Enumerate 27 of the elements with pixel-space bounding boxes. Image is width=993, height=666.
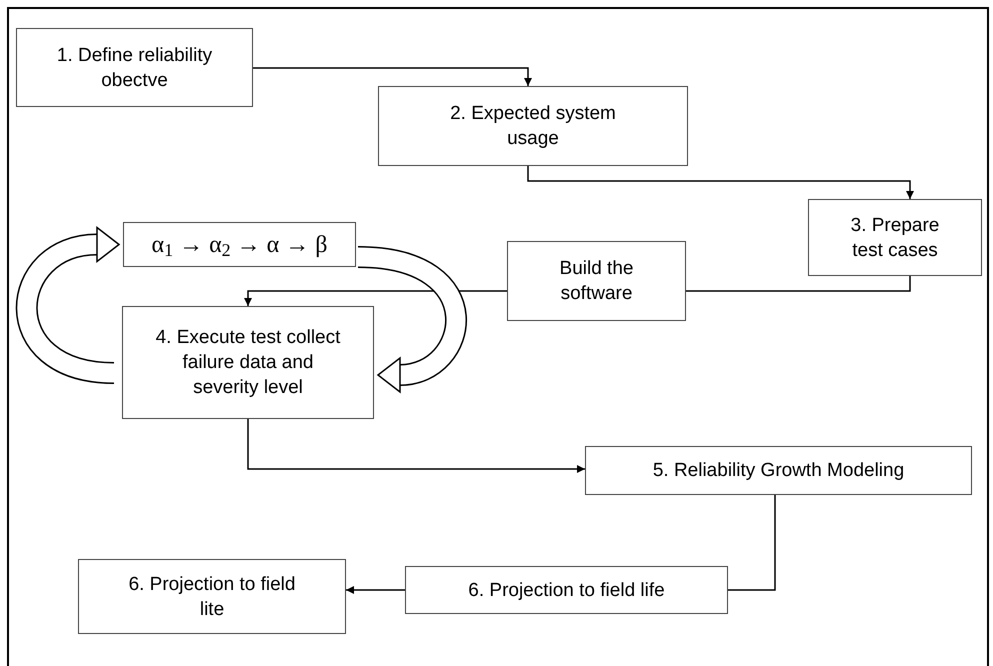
box-text: 6. Projection to field life bbox=[468, 578, 665, 602]
formula-box bbox=[123, 222, 356, 267]
process-box bbox=[16, 28, 253, 107]
box-text: 6. Projection to field lite bbox=[128, 572, 296, 622]
process-box bbox=[405, 566, 728, 614]
curved-block-arrow bbox=[16, 226, 120, 384]
arrow bbox=[244, 290, 507, 306]
box-text: Build the software bbox=[558, 257, 634, 306]
arrow bbox=[527, 166, 914, 199]
process-box bbox=[808, 199, 982, 276]
arrow bbox=[253, 67, 532, 86]
box-text: 4. Execute test collect failure data and severity level bbox=[154, 326, 342, 400]
process-box bbox=[78, 559, 346, 634]
connector-line bbox=[728, 495, 776, 591]
formula-text: α$_{1}$ → α$_{2}$ → α → β bbox=[152, 230, 328, 258]
box-text: 3. Prepare test cases bbox=[850, 214, 940, 262]
box-text: 2. Expected system usage bbox=[449, 102, 617, 151]
process-box bbox=[122, 306, 374, 419]
process-box bbox=[585, 446, 972, 495]
curved-block-arrow bbox=[357, 246, 467, 394]
process-box bbox=[507, 241, 686, 321]
arrow bbox=[247, 419, 585, 473]
process-box bbox=[378, 86, 688, 166]
connector-line bbox=[686, 276, 911, 292]
box-text: 5. Reliability Growth Modeling bbox=[652, 459, 904, 483]
box-text: 1. Define reliability obectve bbox=[56, 44, 214, 92]
arrow bbox=[346, 586, 405, 594]
